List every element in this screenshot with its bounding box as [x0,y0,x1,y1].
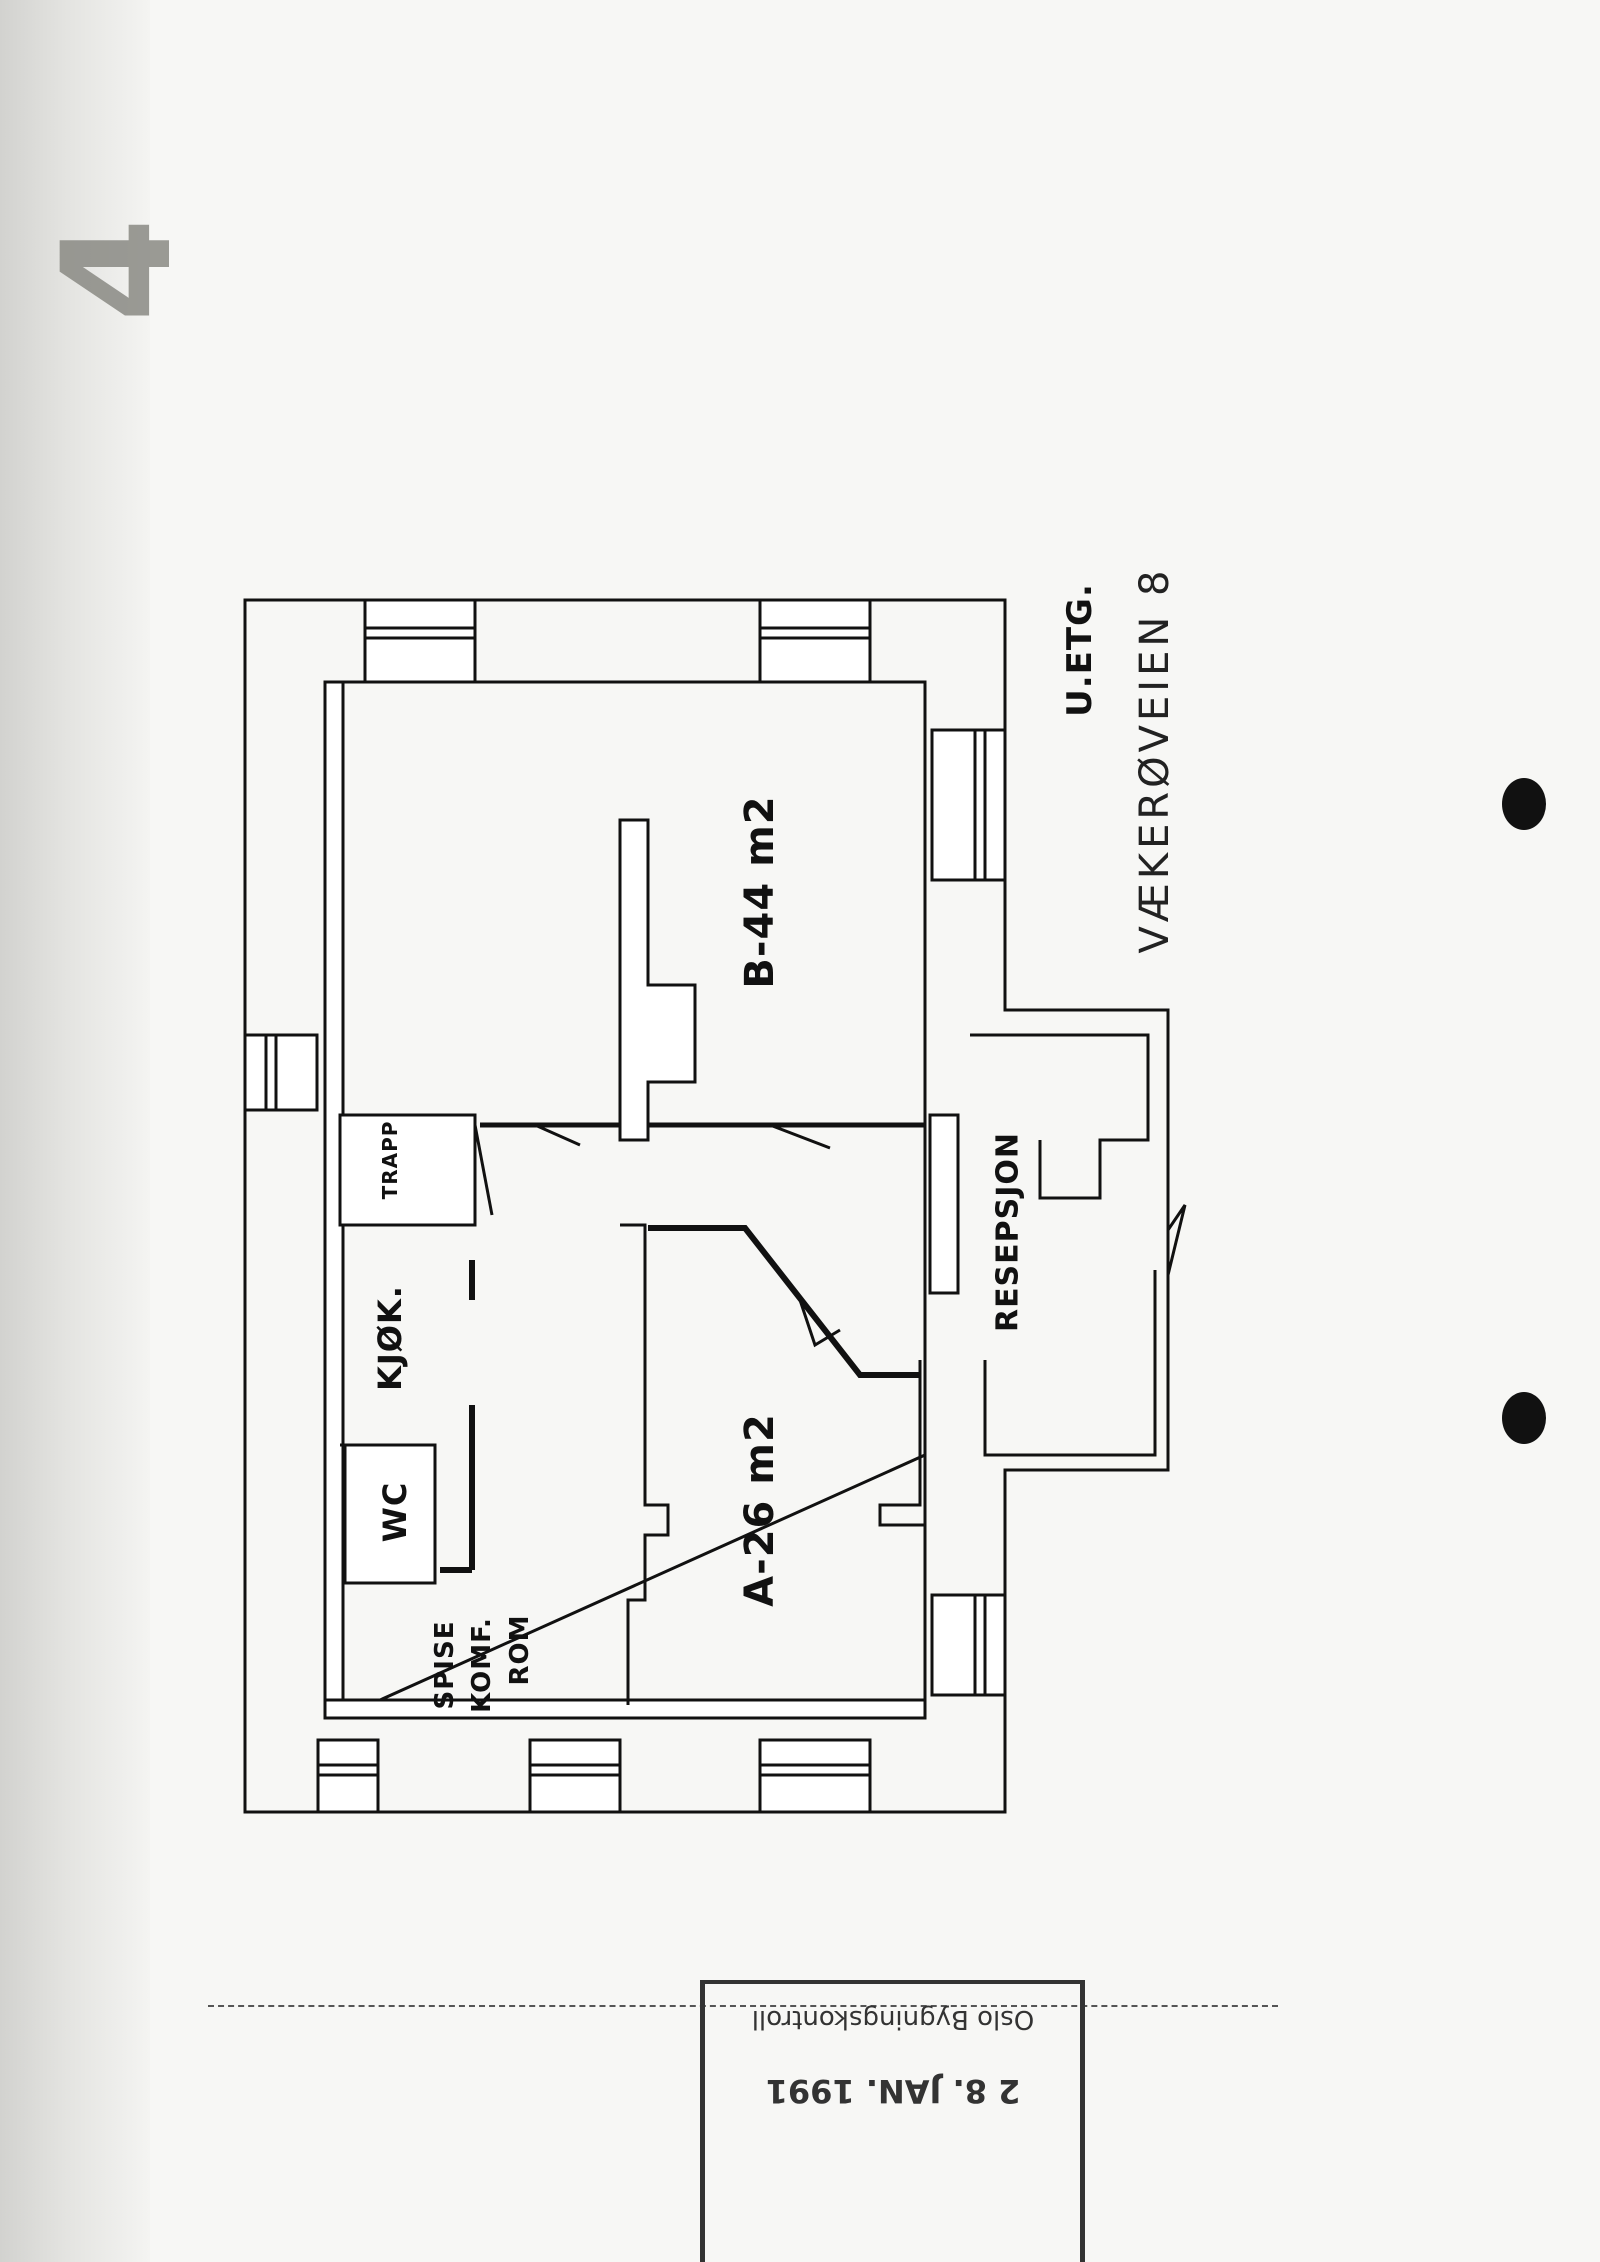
chimney [618,818,697,1142]
room-spise-label-2: KOMF. [467,1617,497,1713]
door-a [798,1299,841,1348]
scan-shadow [0,0,150,2262]
window-right-2 [930,1593,1007,1697]
room-a-label: A-26 m2 [737,1413,783,1607]
resepsjon-column [928,1113,960,1295]
window-top-2 [758,598,872,684]
stamp-office: Oslo Bygningskontroll [751,2004,1034,2034]
window-right-1 [930,728,1007,882]
door-2 [769,1123,831,1150]
window-bottom-2 [528,1738,622,1814]
bottom-wall-band [323,1698,927,1720]
binder-hole-bottom [1502,1392,1546,1444]
room-b-label: B-44 m2 [737,795,783,989]
room-wc-label: WC [376,1481,414,1543]
entry-wall [983,1270,1157,1457]
wall-a-diagonal [648,1225,920,1378]
room-resepsjon-label: RESEPSJON [990,1131,1026,1333]
room-kjokken-label: KJØK. [371,1285,409,1391]
window-top-1 [363,598,477,684]
trapp-door [473,1124,494,1216]
stamp-date: 2 8. JAN. 1991 [765,2072,1020,2110]
address-handwritten: VÆKERØVEIEN 8 [1132,566,1178,954]
room-spise-label-1: SPISE [430,1620,460,1710]
door-1 [534,1123,581,1147]
room-spise-label-3: ROM [505,1614,535,1686]
approval-stamp: Oslo Bygningskontroll 2 8. JAN. 1991 [700,1980,1085,2262]
wall-a-left [620,1223,670,1705]
trapp-room [338,1113,477,1227]
window-bottom-1 [316,1738,380,1814]
wc-room [343,1443,437,1585]
floor-label: U.ETG. [1060,583,1100,717]
room-trapp-label: TRAPP [378,1120,402,1200]
signature-line [208,2005,1278,2007]
window-bottom-3 [758,1738,872,1814]
resepsjon-wall [970,1033,1187,1276]
binder-hole-top [1502,778,1546,830]
window-left [243,1033,319,1112]
wall-a-right [878,1360,925,1527]
